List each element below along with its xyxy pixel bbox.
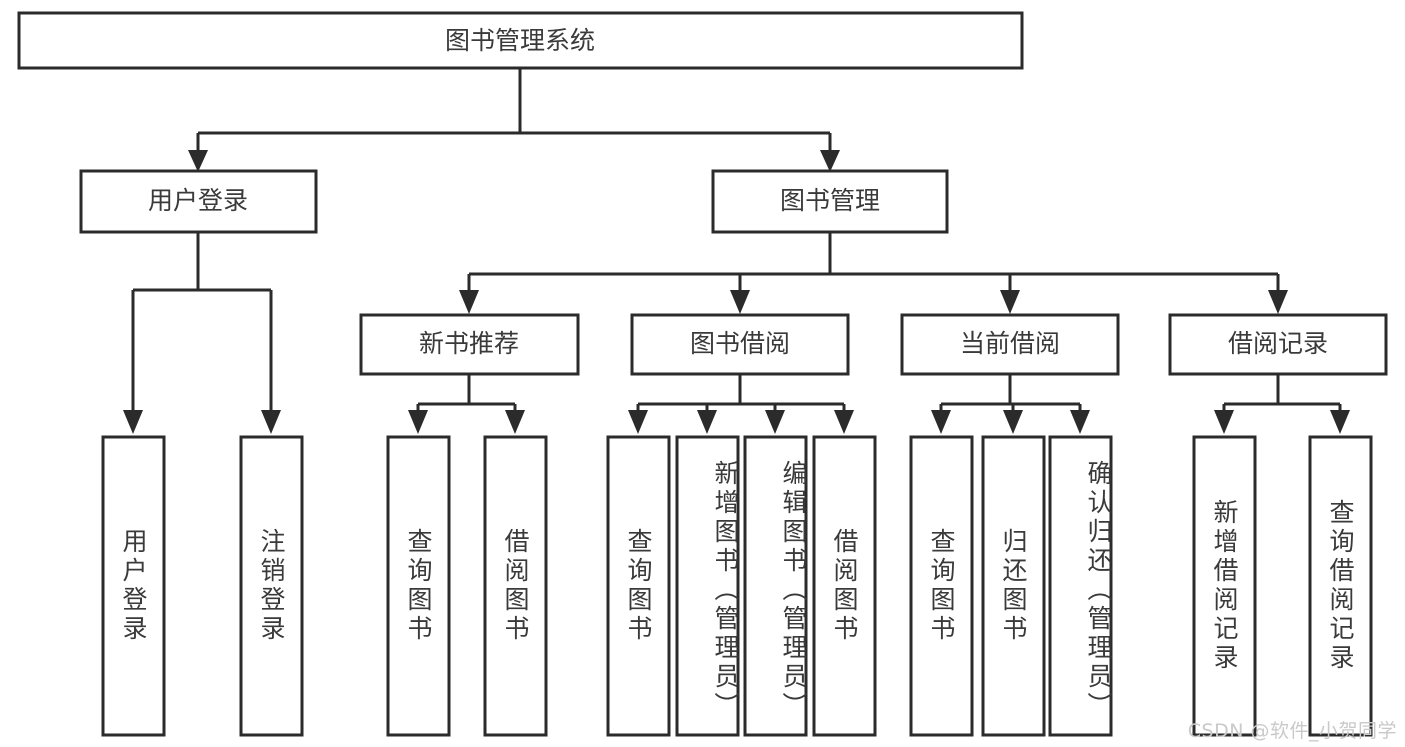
node-book-management-label: 图书管理 [780, 186, 880, 215]
leaf-box-add-book-admin[interactable] [675, 435, 740, 737]
arrowhead-icon [730, 290, 750, 314]
arrowhead-icon [188, 150, 208, 172]
node-current-borrow[interactable]: 当前借阅 [900, 313, 1120, 376]
leaf-box-confirm-return-admin[interactable] [1048, 435, 1113, 737]
arrowhead-icon [1214, 410, 1234, 434]
node-book-borrow-box[interactable] [630, 313, 850, 376]
node-root-label: 图书管理系统 [445, 26, 595, 55]
node-user-login[interactable]: 用户登录 [79, 169, 318, 234]
arrowhead-icon [820, 150, 840, 172]
connector-group-records [1214, 374, 1350, 434]
node-new-book-recommend[interactable]: 新书推荐 [359, 313, 580, 376]
leaf-boxes [101, 435, 1373, 737]
arrowhead-icon [765, 410, 785, 434]
leaf-box-logout[interactable] [239, 435, 304, 737]
node-book-management[interactable]: 图书管理 [711, 169, 949, 234]
leaf-box-query-book-2[interactable] [606, 435, 671, 737]
arrowhead-icon [1000, 290, 1020, 314]
connector-group-current-borrow [931, 374, 1090, 434]
node-borrow-records-box[interactable] [1168, 313, 1388, 376]
arrowhead-icon [123, 410, 143, 434]
connector-group-book-mgmt [459, 232, 1288, 314]
node-user-login-box[interactable] [79, 169, 318, 234]
csdn-watermark: CSDN @软件_小贺同学 [1187, 720, 1397, 742]
node-borrow-records[interactable]: 借阅记录 [1168, 313, 1388, 376]
leaf-box-borrow-book-1[interactable] [483, 435, 548, 737]
arrowhead-icon [697, 410, 717, 434]
node-root[interactable]: 图书管理系统 [17, 11, 1024, 70]
node-book-borrow-label: 图书借阅 [690, 329, 790, 358]
arrowhead-icon [1268, 290, 1288, 314]
arrowhead-icon [459, 290, 479, 314]
leaf-box-edit-book-admin[interactable] [743, 435, 808, 737]
node-book-borrow[interactable]: 图书借阅 [630, 313, 850, 376]
leaf-box-add-record[interactable] [1192, 435, 1257, 737]
leaf-box-borrow-book-2[interactable] [812, 435, 877, 737]
leaf-box-query-record[interactable] [1308, 435, 1373, 737]
connector-group-user-login [123, 232, 281, 434]
connector-group-borrow [628, 374, 854, 434]
node-new-book-recommend-box[interactable] [359, 313, 580, 376]
leaf-box-return-book[interactable] [981, 435, 1046, 737]
arrowhead-icon [834, 410, 854, 434]
arrowhead-icon [628, 410, 648, 434]
arrowhead-icon [931, 410, 951, 434]
connector-group-root [188, 68, 840, 172]
arrowhead-icon [1330, 410, 1350, 434]
arrowhead-icon [1003, 410, 1023, 434]
arrowhead-icon [505, 410, 525, 434]
leaf-box-query-book-1[interactable] [386, 435, 451, 737]
leaf-box-query-book-3[interactable] [909, 435, 974, 737]
node-borrow-records-label: 借阅记录 [1228, 329, 1328, 358]
node-root-box[interactable] [17, 11, 1024, 70]
leaf-box-user-login[interactable] [101, 435, 166, 737]
node-new-book-recommend-label: 新书推荐 [419, 329, 519, 358]
node-book-management-box[interactable] [711, 169, 949, 234]
node-current-borrow-label: 当前借阅 [960, 329, 1060, 358]
connector-group-new-book [408, 374, 525, 434]
arrowhead-icon [408, 410, 428, 434]
node-user-login-label: 用户登录 [148, 186, 248, 215]
node-current-borrow-box[interactable] [900, 313, 1120, 376]
arrowhead-icon [261, 410, 281, 434]
arrowhead-icon [1070, 410, 1090, 434]
